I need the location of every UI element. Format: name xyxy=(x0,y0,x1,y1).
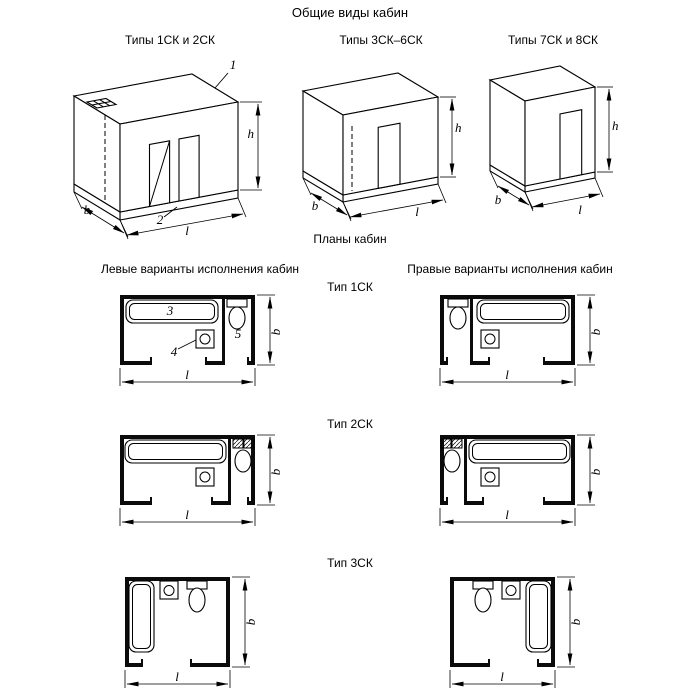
cistern xyxy=(232,438,255,449)
washbasin xyxy=(480,467,500,487)
dim-l-label: l xyxy=(185,223,189,238)
dim-l xyxy=(439,508,576,526)
callout-3-label: 3 xyxy=(166,303,174,318)
dim-l-label: l xyxy=(185,367,189,382)
dim-b-label: b xyxy=(243,618,258,625)
walls xyxy=(440,295,575,365)
dim-h-label: h xyxy=(248,126,255,141)
dim-b xyxy=(257,434,275,506)
dim-b-label: b xyxy=(84,202,91,217)
dim-b-label: b xyxy=(495,192,502,207)
toilet xyxy=(447,298,469,330)
toilet xyxy=(186,580,208,613)
plan-type1-right: l b xyxy=(439,294,603,386)
callout-4-label: 4 xyxy=(171,344,178,359)
dim-b xyxy=(577,434,595,506)
walls xyxy=(120,295,255,365)
washbasin xyxy=(159,580,179,600)
dim-l-label: l xyxy=(175,669,179,684)
walls xyxy=(120,435,255,505)
dim-h-label: h xyxy=(455,120,462,135)
iso-label-type78: Типы 7СК и 8СК xyxy=(508,33,598,47)
bathtub xyxy=(468,439,571,464)
dim-b xyxy=(232,576,250,668)
callout-1-label: 1 xyxy=(230,57,237,72)
dim-l xyxy=(449,670,556,688)
dim-b xyxy=(577,294,595,366)
toilet xyxy=(226,298,248,330)
plans-title: Планы кабин xyxy=(313,232,387,246)
dim-b-label: b xyxy=(588,328,603,335)
dim-b xyxy=(557,576,575,668)
dim-l xyxy=(124,670,231,688)
toilet xyxy=(443,449,461,473)
dim-b-label: b xyxy=(312,198,319,213)
callout-2-label: 2 xyxy=(157,212,164,227)
plan-type2-left: l b xyxy=(119,434,283,526)
plan-type3-left: l b xyxy=(124,576,258,688)
dim-l xyxy=(439,368,576,386)
washbasin xyxy=(480,329,500,349)
main-title: Общие виды кабин xyxy=(291,5,409,20)
bathtub xyxy=(476,299,570,324)
iso-label-type36: Типы 3СК–6СК xyxy=(339,33,423,47)
type3-label: Тип 3СК xyxy=(327,556,373,570)
dim-l-label: l xyxy=(505,507,509,522)
cabin-body xyxy=(301,72,440,203)
door-opening xyxy=(377,122,401,189)
dim-b-label: b xyxy=(268,328,283,335)
walls xyxy=(440,435,575,505)
bathtub xyxy=(125,299,219,324)
iso-label-type12: Типы 1СК и 2СК xyxy=(125,33,215,47)
plan-type1-left: 3 4 5 l b xyxy=(119,294,283,386)
iso-view-type12: 1 2 h b l xyxy=(72,57,262,240)
toilet xyxy=(234,449,252,473)
washbasin xyxy=(195,329,215,349)
bathtub xyxy=(124,439,227,464)
dim-b xyxy=(257,294,275,366)
left-variants-header: Левые варианты исполнения кабин xyxy=(100,262,300,276)
dim-b-label: b xyxy=(588,468,603,475)
walls xyxy=(125,577,230,667)
dim-h-label: h xyxy=(612,118,619,133)
iso-view-type36: h b l xyxy=(301,72,462,222)
iso-view-type78: h b l xyxy=(488,65,619,217)
dim-b-label: b xyxy=(268,468,283,475)
washbasin xyxy=(501,580,521,600)
cistern xyxy=(440,438,463,449)
door-openings xyxy=(148,134,200,208)
dim-b-label: b xyxy=(568,618,583,625)
dim-l xyxy=(119,368,256,386)
dim-h xyxy=(240,101,262,191)
dim-l-label: l xyxy=(185,507,189,522)
dim-l xyxy=(524,177,604,212)
bathtub xyxy=(525,580,552,653)
dim-h xyxy=(440,96,456,178)
door-opening xyxy=(559,109,583,180)
dim-l-label: l xyxy=(578,202,582,217)
right-variants-header: Правые варианты исполнения кабин xyxy=(407,262,613,276)
dim-l-label: l xyxy=(500,669,504,684)
toilet xyxy=(472,580,494,613)
bathtub xyxy=(128,580,155,653)
dim-l-label: l xyxy=(415,204,419,219)
dim-l-label: l xyxy=(505,367,509,382)
plan-type2-right: l b xyxy=(439,434,603,526)
vent-grille xyxy=(85,97,118,109)
dim-l xyxy=(119,197,247,240)
type1-label: Тип 1СК xyxy=(327,280,373,294)
washbasin xyxy=(195,467,215,487)
dim-h xyxy=(597,86,613,173)
type2-label: Тип 2СК xyxy=(327,417,373,431)
plan-type3-right: l b xyxy=(449,576,583,688)
dim-l xyxy=(342,183,447,222)
walls xyxy=(450,577,555,667)
dim-l xyxy=(119,508,256,526)
callout-5-label: 5 xyxy=(235,326,242,341)
